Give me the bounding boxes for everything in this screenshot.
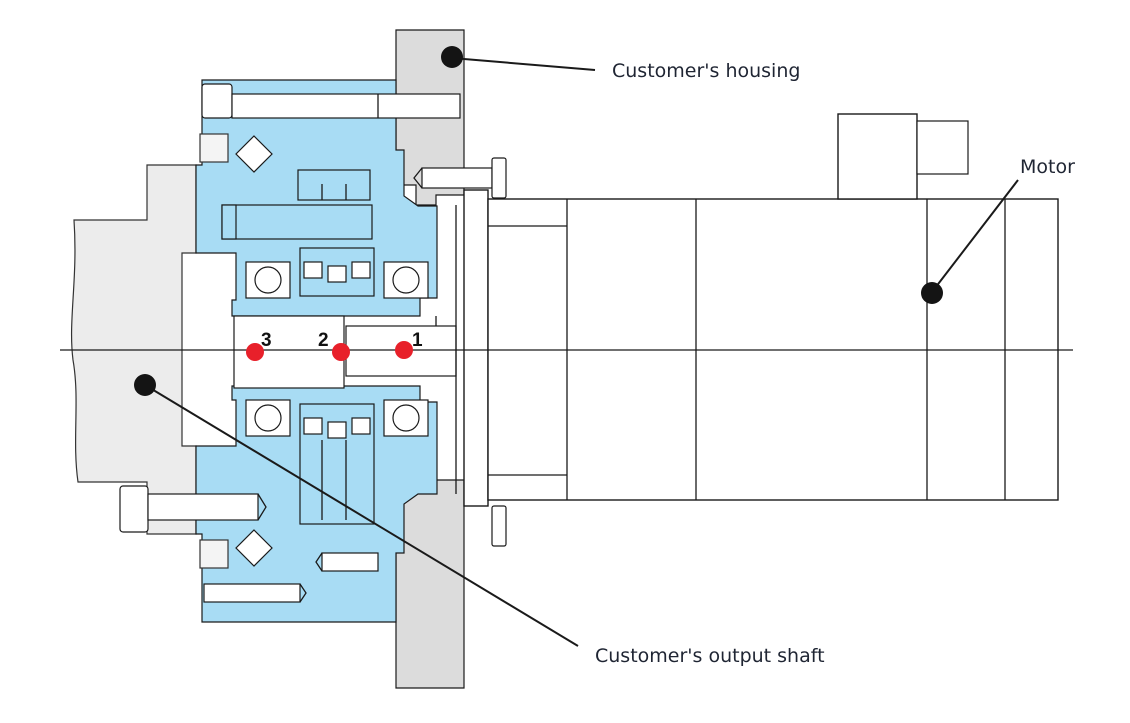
bolt-top-head — [201, 83, 233, 119]
ball-bearing-upper-left — [245, 261, 291, 299]
measurement-label-3: 3 — [261, 330, 272, 351]
output-shaft-label: Customer's output shaft — [595, 645, 825, 667]
motor-leader-line — [931, 179, 1019, 293]
ball-bearing-lower-right — [383, 399, 429, 437]
motor-label: Motor — [1020, 156, 1075, 178]
ball-bearing-lower-left — [245, 399, 291, 437]
bolt-housing-upper — [421, 167, 493, 189]
housing-label: Customer's housing — [612, 60, 800, 82]
gear-stack-upper — [221, 169, 375, 297]
customer-housing-lower — [395, 479, 465, 689]
bolt-lower-head — [119, 485, 149, 533]
cross-roller-upper — [235, 135, 273, 173]
measurement-point-1 — [395, 341, 413, 359]
bolt-lower-shank — [147, 493, 259, 521]
ball-bearing-upper-right — [383, 261, 429, 299]
motor-connector-box — [837, 113, 918, 200]
motor-connector-plug — [916, 120, 969, 175]
motor-callout-dot — [921, 282, 943, 304]
bolt-top-shank — [231, 93, 461, 119]
output-shaft-leader-line — [144, 384, 579, 647]
seal-lower — [199, 539, 229, 569]
cross-roller-lower — [235, 529, 273, 567]
housing-callout-dot — [441, 46, 463, 68]
measurement-point-3 — [246, 343, 264, 361]
housing-leader-line — [451, 57, 596, 71]
measurement-point-2 — [332, 343, 350, 361]
measurement-label-1: 1 — [412, 330, 423, 351]
measurement-label-2: 2 — [318, 330, 329, 351]
seal-upper — [199, 133, 229, 163]
motor-flange — [463, 189, 489, 507]
gear-stack-lower — [299, 403, 375, 525]
bolt-bottom — [203, 583, 301, 603]
output-shaft-callout-dot — [134, 374, 156, 396]
